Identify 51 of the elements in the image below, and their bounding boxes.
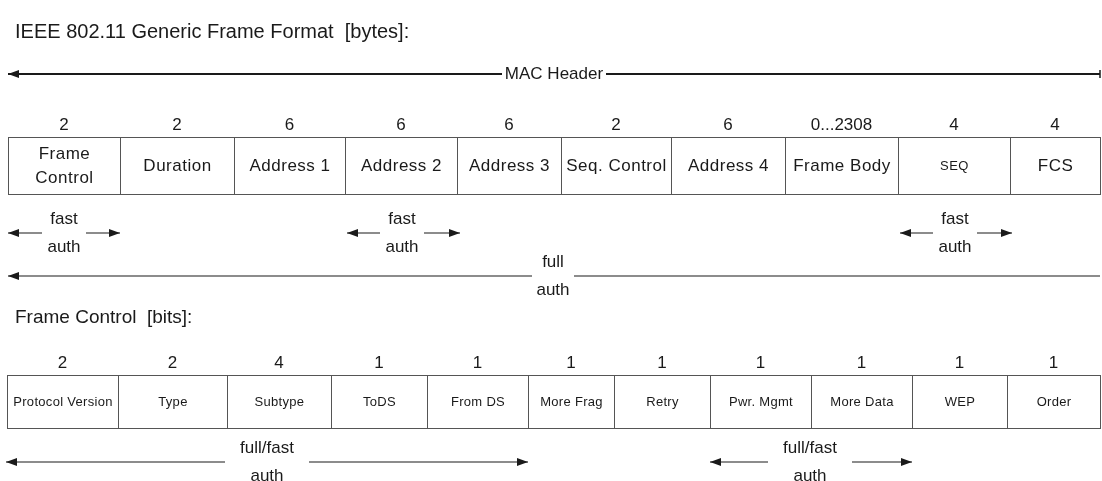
span-label: full/fast auth [783,437,837,481]
field-size: 6 [395,115,407,135]
field-size: 6 [722,115,734,135]
field-size: 6 [283,115,296,135]
field-box: Address 4 [671,137,786,195]
field-size: 1 [855,353,868,373]
field-size: 4 [948,115,960,135]
field-size: 1 [373,353,385,373]
field-size: 1 [1047,353,1060,373]
span-label: full/fast auth [240,437,294,481]
field-box: Type [118,375,228,429]
span-label: MAC Header [504,63,604,85]
span-label: full auth [536,251,570,301]
field-box: From DS [427,375,529,429]
field-size: 6 [503,115,515,135]
field-size: 4 [1049,115,1061,135]
field-size: 1 [754,353,767,373]
field-box: Address 1 [234,137,346,195]
field-box: SEQ [898,137,1011,195]
span-label: fast auth [385,208,419,258]
field-box: Seq. Control [561,137,672,195]
section-heading: Frame Control [bits]: [15,305,193,329]
field-box: Subtype [227,375,332,429]
field-box: More Frag [528,375,615,429]
field-box: Frame Body [785,137,899,195]
field-box: More Data [811,375,913,429]
span-label: fast auth [47,208,81,258]
field-size: 1 [565,353,577,373]
diagram-title: IEEE 802.11 Generic Frame Format [bytes]: [15,19,410,44]
field-box: Duration [120,137,235,195]
field-size: 1 [656,353,668,373]
field-box: ToDS [331,375,428,429]
field-size: 2 [171,115,183,135]
field-box: FCS [1010,137,1101,195]
field-size: 2 [56,353,69,373]
field-box: Order [1007,375,1101,429]
field-box: Protocol Version [7,375,119,429]
field-box: Address 3 [457,137,562,195]
field-size: 2 [166,353,179,373]
field-size: 2 [58,115,70,135]
field-size: 1 [953,353,966,373]
field-box: WEP [912,375,1008,429]
field-size: 1 [471,353,484,373]
field-box: Retry [614,375,711,429]
field-box: Frame Control [8,137,121,195]
field-size: 0...2308 [809,115,874,135]
span-label: fast auth [938,208,972,258]
field-box: Address 2 [345,137,458,195]
field-box: Pwr. Mgmt [710,375,812,429]
field-size: 2 [610,115,622,135]
field-size: 4 [273,353,285,373]
